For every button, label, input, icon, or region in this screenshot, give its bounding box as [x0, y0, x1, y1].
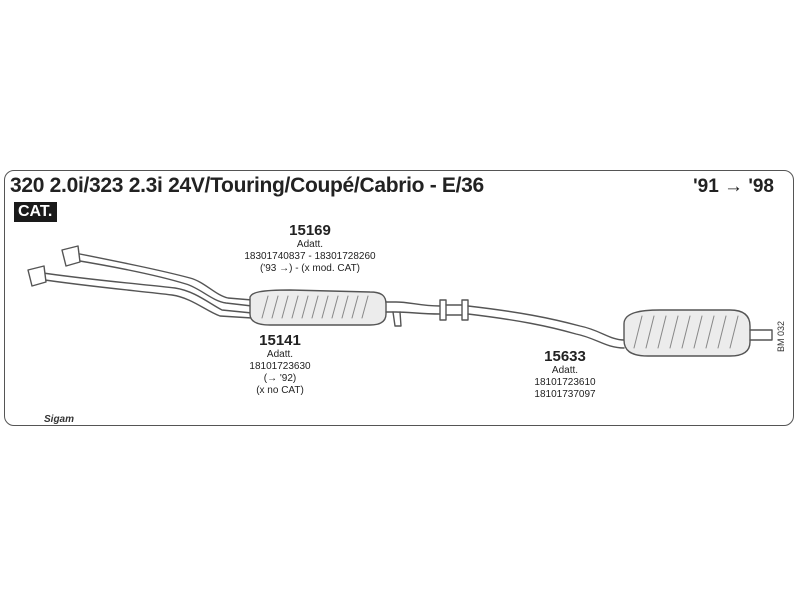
part-ref: 18101723610 — [534, 377, 596, 388]
part-ref: 18101723630 — [249, 361, 311, 372]
part-number: 15633 — [544, 348, 586, 365]
front-muffler — [249, 289, 387, 326]
part-label: Adatt. — [266, 349, 294, 360]
brand-logo: Sigam — [44, 414, 75, 425]
front-downpipes — [35, 251, 253, 319]
part-15169-callout: 15169 Adatt. 18301740837 - 18301728260 (… — [220, 222, 400, 275]
part-note: ('93 →) - (x mod. CAT) — [259, 263, 361, 274]
part-15633-callout: 15633 Adatt. 18101723610 18101737097 — [510, 348, 620, 401]
year-range: '91 → '98 — [693, 176, 774, 197]
part-note: (x no CAT) — [256, 385, 304, 396]
drawing-code: BM 032 — [776, 320, 786, 352]
middle-pipe — [385, 299, 625, 349]
part-number: 15169 — [289, 222, 331, 239]
front-flanges — [27, 245, 81, 287]
part-ref: 18301740837 - 18301728260 — [244, 251, 376, 262]
part-note: (→ '92) — [263, 373, 297, 384]
part-ref: 18101737097 — [534, 389, 596, 400]
part-label: Adatt. — [551, 365, 579, 376]
part-15141-callout: 15141 Adatt. 18101723630 (→ '92) (x no C… — [225, 332, 335, 397]
rear-muffler — [623, 309, 773, 357]
vehicle-title: 320 2.0i/323 2.3i 24V/Touring/Coupé/Cabr… — [10, 174, 484, 197]
part-label: Adatt. — [296, 239, 324, 250]
cat-badge: CAT. — [14, 202, 58, 222]
part-number: 15141 — [259, 332, 301, 349]
diagram-panel — [4, 170, 794, 426]
